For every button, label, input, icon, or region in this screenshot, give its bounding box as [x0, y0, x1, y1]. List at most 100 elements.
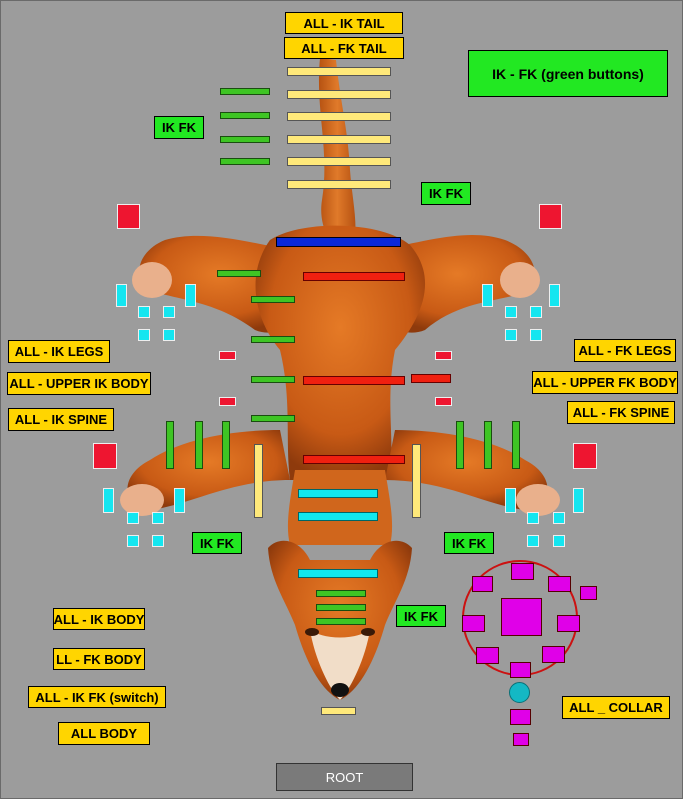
ik-fk-switch-tail[interactable]: IK FK [154, 116, 204, 139]
tail-ik-control-3[interactable] [220, 136, 270, 143]
ik-fk-switch-spine[interactable]: IK FK [421, 182, 471, 205]
tail-fk-control-1[interactable] [287, 67, 391, 76]
hind-toe-control-left-4[interactable] [163, 329, 175, 341]
head-ik-control-2[interactable] [316, 604, 366, 611]
hind-toe-control-right-1[interactable] [505, 306, 517, 318]
front-toe-control-left-3[interactable] [127, 535, 139, 547]
tail-ik-control-1[interactable] [220, 88, 270, 95]
all-body-button[interactable]: ALL BODY [58, 722, 150, 745]
spine-ik-control-1[interactable] [217, 270, 261, 277]
ik-fk-switch-front-leg-right[interactable]: IK FK [444, 532, 494, 554]
all-ik-spine-button[interactable]: ALL - IK SPINE [8, 408, 114, 431]
elbow-control-right[interactable] [435, 397, 452, 406]
head-ik-control-3[interactable] [316, 618, 366, 625]
collar-control-left[interactable] [462, 615, 485, 632]
hind-foot-control-right[interactable] [539, 204, 562, 229]
hind-toe-control-right-4[interactable] [530, 329, 542, 341]
front-toe-control-left-1[interactable] [127, 512, 139, 524]
collar-control-top-left[interactable] [472, 576, 493, 592]
spine-fk-control-3[interactable] [303, 455, 405, 464]
front-toe-control-right-4[interactable] [553, 535, 565, 547]
neck-control-1[interactable] [298, 489, 378, 498]
all-ik-fk-switch-button[interactable]: ALL - IK FK (switch) [28, 686, 166, 708]
front-foot-control-right[interactable] [573, 443, 597, 469]
front-toe-control-left-4[interactable] [152, 535, 164, 547]
collar-control-tag[interactable] [580, 586, 597, 600]
all-upper-ik-body-button[interactable]: ALL - UPPER IK BODY [7, 372, 151, 395]
collar-control-right[interactable] [557, 615, 580, 632]
tail-fk-control-4[interactable] [287, 135, 391, 144]
front-toe-control-right-1[interactable] [527, 512, 539, 524]
front-toe-control-right-outer[interactable] [573, 488, 584, 513]
front-leg-ik-control-left-2[interactable] [195, 421, 203, 469]
all-ik-legs-button[interactable]: ALL - IK LEGS [8, 340, 110, 363]
front-toe-control-left-inner[interactable] [174, 488, 185, 513]
all-ik-body-button[interactable]: ALL - IK BODY [53, 608, 145, 630]
hind-foot-control-left[interactable] [117, 204, 140, 229]
collar-control-top[interactable] [511, 563, 534, 580]
shoulder-fk-control-left[interactable] [254, 444, 263, 518]
all-fk-spine-button[interactable]: ALL - FK SPINE [567, 401, 675, 424]
hip-control[interactable] [276, 237, 401, 247]
spine-fk-control-1[interactable] [303, 272, 405, 281]
shoulder-fk-control-right[interactable] [412, 444, 421, 518]
ik-fk-switch-head[interactable]: IK FK [396, 605, 446, 627]
front-leg-ik-control-right-2[interactable] [484, 421, 492, 469]
root-button[interactable]: ROOT [276, 763, 413, 791]
head-control[interactable] [298, 569, 378, 578]
all-fk-tail-button[interactable]: ALL - FK TAIL [284, 37, 404, 59]
knee-control-left[interactable] [219, 351, 236, 360]
hind-toe-control-right-outer[interactable] [549, 284, 560, 307]
elbow-control-left[interactable] [219, 397, 236, 406]
front-toe-control-left-2[interactable] [152, 512, 164, 524]
all-fk-body-button[interactable]: LL - FK BODY [53, 648, 145, 670]
front-foot-control-left[interactable] [93, 443, 117, 469]
hind-toe-control-left-inner[interactable] [185, 284, 196, 307]
hind-toe-control-right-3[interactable] [505, 329, 517, 341]
all-ik-tail-button[interactable]: ALL - IK TAIL [285, 12, 403, 34]
collar-control-bottom-right[interactable] [542, 646, 565, 663]
front-leg-ik-control-left-3[interactable] [222, 421, 230, 469]
head-ik-control-1[interactable] [316, 590, 366, 597]
collar-control-bottom[interactable] [510, 662, 531, 678]
hind-toe-control-right-2[interactable] [530, 306, 542, 318]
hind-toe-control-left-3[interactable] [138, 329, 150, 341]
spine-fk-control-2b[interactable] [411, 374, 451, 383]
all-upper-fk-body-button[interactable]: ALL - UPPER FK BODY [532, 371, 678, 394]
front-leg-ik-control-left-1[interactable] [166, 421, 174, 469]
collar-control-top-right[interactable] [548, 576, 571, 592]
tail-fk-control-2[interactable] [287, 90, 391, 99]
collar-control-bottom-left[interactable] [476, 647, 499, 664]
neck-control-2[interactable] [298, 512, 378, 521]
front-leg-ik-control-right-1[interactable] [456, 421, 464, 469]
hind-toe-control-left-outer[interactable] [116, 284, 127, 307]
spine-ik-control-4[interactable] [251, 376, 295, 383]
collar-main-control[interactable] [501, 598, 542, 636]
front-toe-control-right-3[interactable] [527, 535, 539, 547]
collar-pendant-control-3[interactable] [513, 733, 529, 746]
spine-ik-control-3[interactable] [251, 336, 295, 343]
spine-fk-control-2[interactable] [303, 376, 405, 385]
hind-toe-control-left-2[interactable] [163, 306, 175, 318]
knee-control-right[interactable] [435, 351, 452, 360]
spine-ik-control-2[interactable] [251, 296, 295, 303]
collar-pendant-control[interactable] [509, 682, 530, 703]
tail-ik-control-2[interactable] [220, 112, 270, 119]
all-fk-legs-button[interactable]: ALL - FK LEGS [574, 339, 676, 362]
spine-ik-control-5[interactable] [251, 415, 295, 422]
jaw-control[interactable] [321, 707, 356, 715]
front-leg-ik-control-right-3[interactable] [512, 421, 520, 469]
front-toe-control-right-inner[interactable] [505, 488, 516, 513]
ik-fk-switch-front-leg-left[interactable]: IK FK [192, 532, 242, 554]
front-toe-control-left-outer[interactable] [103, 488, 114, 513]
all-collar-button[interactable]: ALL _ COLLAR [562, 696, 670, 719]
tail-ik-control-4[interactable] [220, 158, 270, 165]
tail-fk-control-5[interactable] [287, 157, 391, 166]
tail-fk-control-6[interactable] [287, 180, 391, 189]
hind-toe-control-left-1[interactable] [138, 306, 150, 318]
collar-pendant-control-2[interactable] [510, 709, 531, 725]
fox-hind-paw-left [132, 262, 172, 298]
hind-toe-control-right-inner[interactable] [482, 284, 493, 307]
tail-fk-control-3[interactable] [287, 112, 391, 121]
front-toe-control-right-2[interactable] [553, 512, 565, 524]
